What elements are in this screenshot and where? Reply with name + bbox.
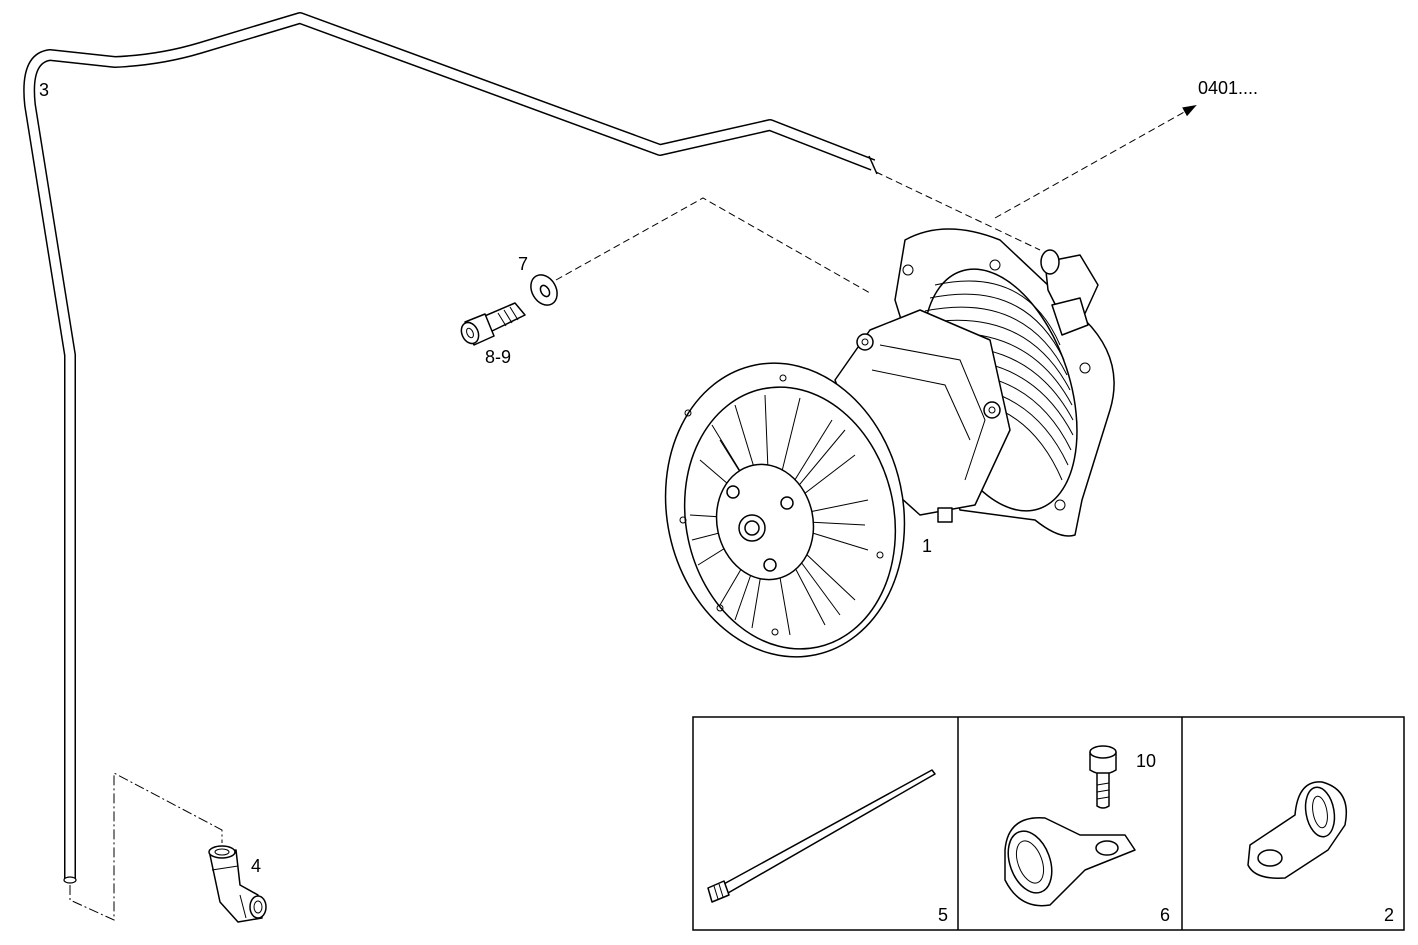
label-part-5: 5 (938, 905, 948, 925)
clamp-part-2 (1247, 781, 1347, 879)
pipe-part-3 (23, 12, 878, 884)
label-part-1: 1 (922, 536, 932, 556)
screw-part-8-9 (460, 302, 526, 346)
compressor-assembly-part-1 (664, 228, 1115, 658)
label-part-7: 7 (518, 254, 528, 274)
label-part-3: 3 (39, 80, 49, 100)
clamp-part-6 (1004, 817, 1136, 907)
callout-labels: 3 0401.... 7 8-9 1 4 10 5 6 2 (39, 78, 1394, 925)
label-part-10: 10 (1136, 751, 1156, 771)
elbow-fitting-part-4 (208, 845, 267, 923)
label-part-2: 2 (1384, 905, 1394, 925)
cable-tie-part-5 (707, 769, 936, 903)
inset-panels (692, 716, 1405, 931)
label-part-4: 4 (251, 856, 261, 876)
label-part-6: 6 (1160, 905, 1170, 925)
label-reference-0401: 0401.... (1198, 78, 1258, 98)
bolt-part-10 (1089, 745, 1117, 809)
leader-lines (69, 105, 1197, 921)
rear-fitting (1040, 249, 1099, 336)
washer-part-7 (530, 274, 558, 306)
label-part-8-9: 8-9 (485, 347, 511, 367)
